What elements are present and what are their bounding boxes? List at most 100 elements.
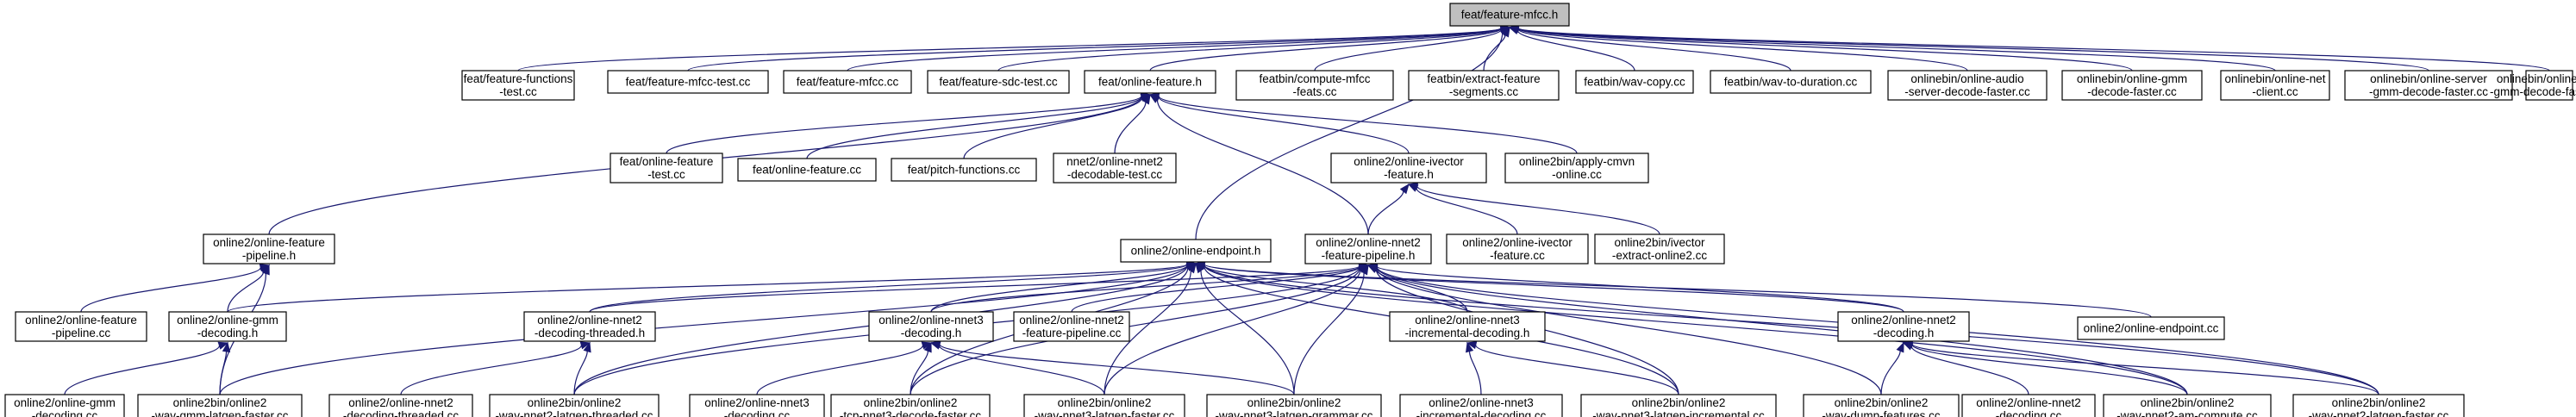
node-label: online2/online-ivector — [1354, 155, 1464, 168]
node-of-cc[interactable]: feat/online-feature.cc — [737, 158, 877, 182]
node-pitch[interactable]: feat/pitch-functions.cc — [891, 158, 1037, 182]
node-box — [137, 394, 303, 417]
node-ivec-h[interactable]: online2/online-ivector-feature.h — [1330, 152, 1487, 184]
node-wav-nnet2-am[interactable]: online2bin/online2-wav-nnet2-am-compute.… — [2103, 394, 2272, 417]
node-nnet2-dec-cc[interactable]: online2/online-nnet2-decoding.cc — [1961, 394, 2096, 417]
node-onet[interactable]: onlinebin/online-net-client.cc — [2220, 70, 2330, 101]
node-wav-nnet3-inc[interactable]: online2bin/online2-wav-nnet3-latgen-incr… — [1580, 394, 1777, 417]
node-box — [830, 394, 991, 417]
node-of-test[interactable]: feat/online-feature-test.cc — [610, 152, 723, 184]
node-label: -test.cc — [499, 85, 537, 98]
node-wav-dump[interactable]: online2bin/online2-wav-dump-features.cc — [1803, 394, 1960, 417]
node-label: feat/pitch-functions.cc — [908, 164, 1021, 177]
node-label: online2/online-feature — [213, 236, 325, 249]
node-wav-gmm[interactable]: online2bin/online2-wav-gmm-latgen-faster… — [137, 394, 303, 417]
node-box — [1408, 70, 1560, 101]
edge-online-feat-h-to-nnet2-dec-test — [1114, 93, 1151, 154]
node-label: online2bin/apply-cmvn — [1519, 155, 1635, 168]
node-ogmm[interactable]: onlinebin/online-gmm-decode-faster.cc — [2061, 70, 2203, 101]
node-wav-nnet3-fast[interactable]: online2bin/online2-wav-nnet3-latgen-fast… — [1023, 394, 1185, 417]
node-box — [2344, 70, 2513, 101]
node-label: online2/online-nnet3 — [704, 396, 810, 409]
edge-nnet2-dec-h-to-wav-nnet2-am — [1902, 340, 2188, 395]
node-nnet3-inc-cc[interactable]: online2/online-nnet3-incremental-decodin… — [1399, 394, 1563, 417]
node-owav[interactable]: onlinebin/online-wav-gmm-decode-faster.c… — [2490, 70, 2576, 101]
node-wav-nnet2-thr[interactable]: online2bin/online2-wav-nnet2-latgen-thre… — [489, 394, 660, 417]
node-box — [4, 394, 125, 417]
node-compute-mfcc[interactable]: featbin/compute-mfcc-feats.cc — [1235, 70, 1394, 101]
node-nnet2-pipe-h[interactable]: online2/online-nnet2-feature-pipeline.h — [1304, 233, 1432, 265]
node-label: -online.cc — [1552, 168, 1602, 181]
node-mfcc-cc[interactable]: feat/feature-mfcc.cc — [783, 70, 912, 94]
node-label: online2bin/online2 — [173, 396, 267, 409]
node-feat-pipe-cc[interactable]: online2/online-feature-pipeline.cc — [15, 311, 147, 342]
node-ivec-extract[interactable]: online2bin/ivector-extract-online2.cc — [1594, 233, 1725, 265]
node-wav-nnet2-fast[interactable]: online2bin/online2-wav-nnet2-latgen-fast… — [2292, 394, 2465, 417]
node-nnet2-dec-test[interactable]: nnet2/online-nnet2-decodable-test.cc — [1053, 152, 1177, 184]
node-root[interactable]: feat/feature-mfcc.h — [1449, 3, 1570, 27]
node-oaudio[interactable]: onlinebin/online-audio-server-decode-fas… — [1887, 70, 2048, 101]
node-mfcc-test[interactable]: feat/feature-mfcc-test.cc — [607, 70, 769, 94]
node-label: -test.cc — [647, 168, 685, 181]
node-endpoint-cc[interactable]: online2/online-endpoint.cc — [2077, 316, 2225, 340]
edge-endpoint-h-to-nnet3-inc-h — [1194, 261, 1468, 313]
node-nnet2-thr-cc[interactable]: online2/online-nnet2-decoding-threaded.c… — [328, 394, 473, 417]
node-label: -wav-nnet2-latgen-threaded.cc — [495, 409, 653, 417]
node-feat-pipe-h[interactable]: online2/online-feature-pipeline.h — [203, 233, 335, 265]
node-online-feat-h[interactable]: feat/online-feature.h — [1084, 70, 1216, 94]
node-wav-dur[interactable]: featbin/wav-to-duration.cc — [1710, 70, 1872, 94]
node-label: online2/online-nnet3 — [878, 314, 984, 327]
node-box — [523, 311, 656, 342]
node-label: -feature-pipeline.h — [1322, 249, 1416, 262]
node-nnet3-inc-h[interactable]: online2/online-nnet3-incremental-decodin… — [1389, 311, 1546, 342]
node-box — [689, 394, 825, 417]
node-nnet2-dec-h[interactable]: online2/online-nnet2-decoding.h — [1837, 311, 1970, 342]
node-label: -wav-nnet3-latgen-grammar.cc — [1215, 409, 1372, 417]
node-label: online2bin/online2 — [864, 396, 958, 409]
node-nnet2-pipe-cc[interactable]: online2/online-nnet2-feature-pipeline.cc — [1013, 311, 1130, 342]
node-label: online2bin/online2 — [2141, 396, 2235, 409]
node-label: feat/online-feature.h — [1098, 76, 1202, 89]
node-nnet3-dec-h[interactable]: online2/online-nnet3-decoding.h — [868, 311, 994, 342]
node-label: online2bin/online2 — [1835, 396, 1929, 409]
node-label: online2/online-feature — [25, 314, 137, 327]
node-tcp-nnet3[interactable]: online2bin/online2-tcp-nnet3-decode-fast… — [830, 394, 991, 417]
node-label: nnet2/online-nnet2 — [1066, 155, 1163, 168]
node-label: featbin/wav-copy.cc — [1584, 76, 1685, 89]
node-label: onlinebin/online-wav — [2497, 72, 2576, 85]
node-nnet3-dec-cc[interactable]: online2/online-nnet3-decoding.cc — [689, 394, 825, 417]
node-endpoint-h[interactable]: online2/online-endpoint.h — [1120, 239, 1272, 263]
edge-endpoint-h-to-gmm-dec-h — [227, 259, 1197, 313]
node-label: featbin/wav-to-duration.cc — [1724, 76, 1858, 89]
node-label: onlinebin/online-gmm — [2077, 72, 2187, 85]
node-wav-copy[interactable]: featbin/wav-copy.cc — [1575, 70, 1694, 94]
node-label: online2bin/online2 — [2332, 396, 2426, 409]
edge-online-feat-h-to-nnet2-pipe-h — [1148, 94, 1369, 235]
node-ivec-cc[interactable]: online2/online-ivector-feature.cc — [1446, 233, 1589, 265]
node-apply-cmvn[interactable]: online2bin/apply-cmvn-online.cc — [1504, 152, 1649, 184]
node-ff-test[interactable]: feat/feature-functions-test.cc — [461, 70, 575, 101]
node-label: feat/feature-functions — [464, 72, 573, 85]
node-gmm-dec-h[interactable]: online2/online-gmm-decoding.h — [168, 311, 287, 342]
node-label: feat/online-feature — [620, 155, 714, 168]
node-label: online2/online-nnet3 — [1429, 396, 1534, 409]
node-extract-seg[interactable]: featbin/extract-feature-segments.cc — [1408, 70, 1560, 101]
node-box — [1594, 233, 1725, 265]
node-box — [891, 158, 1037, 182]
node-label: online2/online-nnet2 — [348, 396, 453, 409]
node-label: online2bin/ivector — [1614, 236, 1705, 249]
node-oserver[interactable]: onlinebin/online-server-gmm-decode-faste… — [2344, 70, 2513, 101]
edge-online-feat-h-to-pitch — [963, 94, 1152, 159]
node-box — [2077, 316, 2225, 340]
node-label: online2/online-endpoint.cc — [2084, 322, 2219, 335]
node-label: online2bin/online2 — [1247, 396, 1341, 409]
node-gmm-dec-cc[interactable]: online2/online-gmm-decoding.cc — [4, 394, 125, 417]
node-label: -wav-nnet3-latgen-incremental.cc — [1592, 409, 1765, 417]
edge-nnet3-dec-h-to-wav-nnet3-fast — [929, 341, 1105, 395]
node-box — [2103, 394, 2272, 417]
node-nnet2-thr-h[interactable]: online2/online-nnet2-decoding-threaded.h — [523, 311, 656, 342]
node-sdc-test[interactable]: feat/feature-sdc-test.cc — [927, 70, 1070, 94]
node-box — [489, 394, 660, 417]
node-wav-nnet3-gram[interactable]: online2bin/online2-wav-nnet3-latgen-gram… — [1206, 394, 1382, 417]
node-box — [927, 70, 1070, 94]
